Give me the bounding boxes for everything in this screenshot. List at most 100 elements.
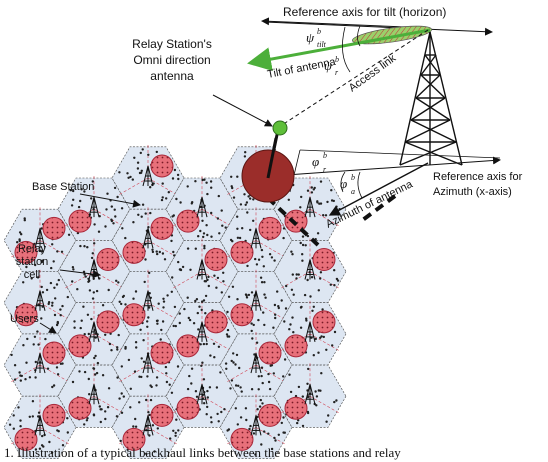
user-dot <box>270 256 274 259</box>
user-dot <box>148 413 151 417</box>
relay-omni-label-2: Omni direction <box>133 53 210 67</box>
user-dot <box>280 421 283 425</box>
psi-r-symbol: ψ b r <box>324 55 339 77</box>
user-dot <box>215 286 218 289</box>
base-station-icon <box>250 228 262 249</box>
base-station-icon <box>34 352 46 374</box>
user-dot <box>234 407 237 410</box>
user-dot <box>73 326 76 329</box>
user-dot <box>209 180 213 183</box>
relay-station-cell <box>176 334 200 358</box>
user-dot <box>194 390 198 393</box>
user-dot <box>194 299 197 303</box>
user-dot <box>54 297 57 300</box>
sector-line <box>93 208 124 227</box>
user-dot <box>201 219 204 222</box>
user-dot <box>243 193 246 196</box>
user-dot <box>170 391 174 394</box>
user-dot <box>144 212 147 215</box>
user-dot <box>283 320 286 323</box>
user-dot <box>129 387 132 390</box>
user-dot <box>245 296 249 299</box>
user-dot <box>225 367 228 370</box>
relay-station-cells <box>14 154 336 451</box>
user-dot <box>252 219 255 222</box>
user-dot <box>169 437 172 440</box>
user-dot <box>104 333 107 336</box>
user-dot <box>37 411 41 414</box>
user-dot <box>277 433 280 436</box>
user-dot <box>195 298 199 301</box>
user-dot <box>333 269 336 272</box>
user-dot <box>204 312 207 315</box>
user-dot <box>66 295 70 299</box>
user-dot <box>260 281 264 284</box>
base-station-icon <box>142 415 154 436</box>
user-dot <box>79 244 82 248</box>
user-dot <box>210 235 213 238</box>
user-dot <box>138 401 141 404</box>
user-dot <box>283 358 287 361</box>
user-dot <box>186 296 189 299</box>
user-dot <box>256 408 259 411</box>
sector-line <box>93 395 124 414</box>
user-dot <box>57 278 60 282</box>
user-dot <box>206 396 209 399</box>
user-dot <box>250 291 254 294</box>
access-link-label: Access link <box>347 52 399 94</box>
user-dot <box>95 371 99 375</box>
user-dot <box>210 186 213 189</box>
relay-station-cell <box>122 427 146 451</box>
user-dot <box>59 308 62 311</box>
user-dot <box>73 320 76 323</box>
user-dot <box>56 373 60 376</box>
user-dot <box>83 245 86 248</box>
relay-station-cell <box>42 216 66 240</box>
user-dot <box>168 383 171 386</box>
user-dot <box>18 239 21 243</box>
user-dot <box>250 322 253 325</box>
user-dot <box>148 434 151 437</box>
user-dot <box>244 293 248 296</box>
user-dot <box>259 398 262 402</box>
user-dot <box>203 244 206 248</box>
user-dot <box>204 294 208 298</box>
user-dot <box>147 226 150 229</box>
azimuth-x-axis <box>271 156 501 177</box>
user-dot <box>301 253 304 256</box>
user-dot <box>8 423 12 426</box>
user-dot <box>106 192 109 195</box>
user-dot <box>301 395 304 398</box>
relay-station-cell <box>14 240 38 264</box>
user-dot <box>243 155 247 158</box>
azimuth-arrow <box>328 162 429 216</box>
svg-text:r: r <box>323 165 327 174</box>
user-dot <box>90 197 93 200</box>
user-dot <box>173 254 176 257</box>
base-station-label: Base Station <box>32 181 94 193</box>
user-dot <box>186 247 190 250</box>
user-dot <box>252 432 256 435</box>
user-dot <box>312 305 315 308</box>
user-dot <box>53 313 57 317</box>
svg-text:tilt: tilt <box>317 40 327 49</box>
user-dot <box>257 258 261 261</box>
svg-text:ψ: ψ <box>306 30 315 45</box>
user-dot <box>153 450 156 453</box>
user-dot <box>140 171 143 174</box>
user-dot <box>202 378 206 381</box>
user-dot <box>133 370 137 373</box>
relay-station-cell <box>150 154 174 178</box>
user-dot <box>105 208 108 211</box>
user-dot <box>53 286 56 289</box>
user-dot <box>151 250 155 254</box>
user-dot <box>82 305 85 308</box>
user-dot <box>205 181 208 184</box>
user-dot <box>282 375 285 378</box>
user-dot <box>273 303 277 307</box>
sector-line <box>118 364 149 383</box>
user-dot <box>277 306 280 310</box>
user-dot <box>134 341 138 344</box>
user-dot <box>244 151 247 154</box>
user-dot <box>282 227 286 230</box>
